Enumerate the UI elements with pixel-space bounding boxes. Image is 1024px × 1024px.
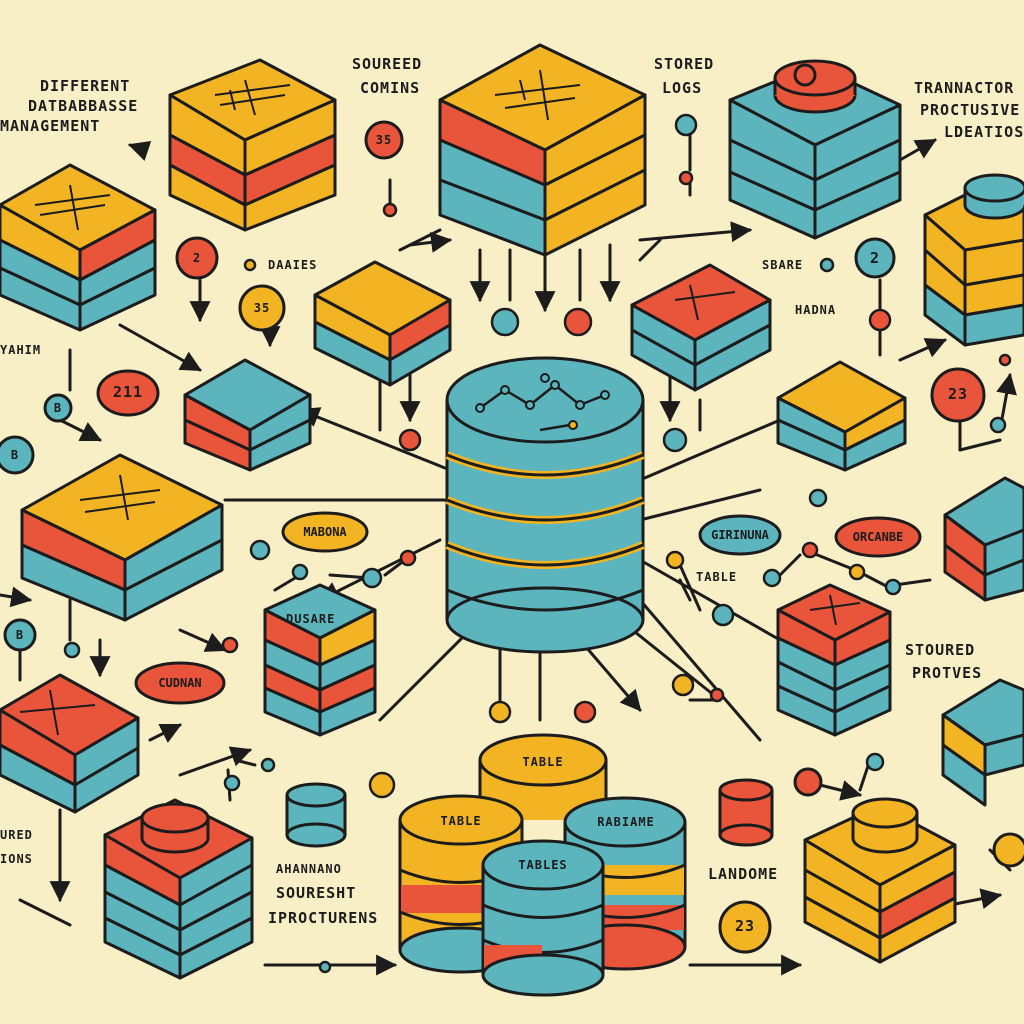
box-stack-n: [941, 678, 1024, 807]
box-stack-h: [183, 358, 312, 472]
box-stack-c: [728, 59, 902, 240]
box-stack-b: [438, 43, 647, 257]
label-trannactor: TRANNACTOR: [914, 79, 1015, 97]
label-different: DIFFERENT: [40, 77, 131, 95]
box-stack-d: [0, 163, 157, 332]
label-ions: IONS: [0, 852, 33, 866]
badge-211: 211: [112, 383, 144, 401]
label-ldeatios: LDEATIOS: [944, 123, 1024, 141]
label-datbabbasse: DATBABBASSE: [28, 97, 139, 115]
pill-cudnan: CUDNAN: [158, 676, 202, 690]
label-souresht: SOURESHT: [276, 884, 357, 902]
table-cylinder-front: [481, 839, 605, 997]
label-protves: PROTVES: [912, 664, 983, 682]
pill-mabona: MABONA: [303, 525, 347, 539]
label-tables: TABLES: [518, 858, 568, 872]
label-dusare: DUSARE: [286, 612, 336, 626]
box-stack-q: [803, 797, 957, 964]
box-stack-e: [923, 173, 1024, 347]
label-sbare: SBARE: [762, 258, 804, 272]
badge-b-left: B: [10, 448, 20, 462]
badge-b-small: B: [53, 401, 63, 415]
box-stack-k: [943, 476, 1024, 602]
label-table-right: TABLE: [696, 570, 738, 584]
small-cylinder-left: [285, 782, 347, 848]
label-yahim: YAHIM: [0, 343, 42, 357]
label-landome: LANDOME: [708, 865, 779, 883]
label-ahannano: AHANNANO: [276, 862, 342, 876]
badge-35-top: 35: [375, 133, 393, 147]
box-stack-j: [20, 453, 224, 622]
badges: [0, 120, 1024, 954]
pill-girinuna: GIRINUNA: [711, 528, 769, 542]
central-database-cylinder: [445, 356, 645, 654]
label-management: MANAGEMENT: [0, 117, 101, 135]
label-soureed: SOUREED: [352, 55, 423, 73]
node-dots: [63, 113, 1012, 974]
label-proctusive: PROCTUSIVE: [920, 101, 1021, 119]
box-stack-i: [776, 360, 907, 472]
box-stack-p: [103, 798, 254, 980]
label-logs: LOGS: [662, 79, 703, 97]
label-daaies: DAAIES: [268, 258, 318, 272]
box-stack-m: [776, 583, 892, 737]
badge-2-left: 2: [192, 251, 202, 265]
label-stored: STORED: [654, 55, 715, 73]
box-stack-l: [263, 583, 377, 737]
badge-2-right: 2: [869, 249, 881, 267]
badge-35-left: 35: [253, 301, 271, 315]
pill-orcanbe: ORCANBE: [852, 530, 904, 544]
small-cylinder-right: [718, 778, 774, 847]
label-ured: URED: [0, 828, 33, 842]
box-stack-o: [0, 673, 140, 814]
label-table-left: TABLE: [440, 814, 482, 828]
box-stack-g: [630, 263, 772, 392]
pills: [134, 511, 922, 705]
label-stoured: STOURED: [905, 641, 976, 659]
box-stack-f: [313, 260, 452, 387]
badge-23-right: 23: [947, 385, 969, 403]
label-hadna: HADNA: [795, 303, 837, 317]
badge-b-lower: B: [15, 628, 25, 642]
badge-23-bottom: 23: [734, 917, 756, 935]
label-table-top: TABLE: [522, 755, 564, 769]
label-rabiame: RABIAME: [597, 815, 655, 829]
label-comins: COMINS: [360, 79, 421, 97]
box-stack-a: [168, 58, 337, 232]
label-iprocturens: IPROCTURENS: [268, 909, 379, 927]
